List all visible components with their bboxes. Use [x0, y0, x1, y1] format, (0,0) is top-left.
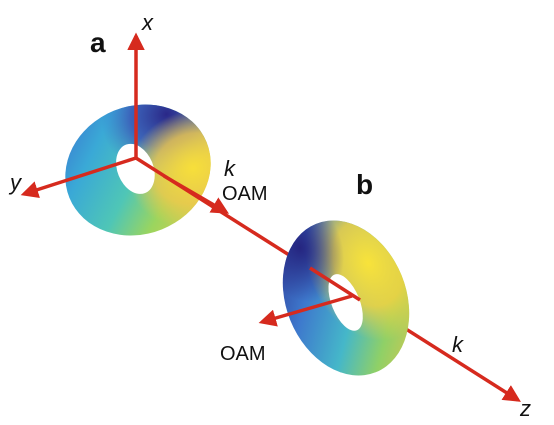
panel-a-oam-label: OAM: [222, 183, 268, 205]
oam-b-arrow: [258, 294, 353, 327]
panel-a-k-label: k: [224, 156, 236, 181]
z-axis-front-segment: [309, 266, 361, 302]
panel-b-oam-label: OAM: [220, 343, 266, 365]
panel-a-label: a: [90, 27, 106, 58]
torus-b-hole: [328, 274, 363, 331]
panel-b-label: b: [356, 169, 373, 200]
z-axis-label: z: [519, 396, 531, 421]
y-axis-arrow: [20, 156, 137, 199]
panel-b-k-label: k: [452, 332, 464, 357]
torus-a-hole: [116, 143, 155, 194]
x-axis-label: x: [141, 10, 154, 35]
y-axis-label: y: [8, 170, 23, 195]
oam-a-arrow: [163, 174, 230, 214]
torus-a: [65, 104, 211, 236]
axes-front-group: [258, 266, 361, 327]
